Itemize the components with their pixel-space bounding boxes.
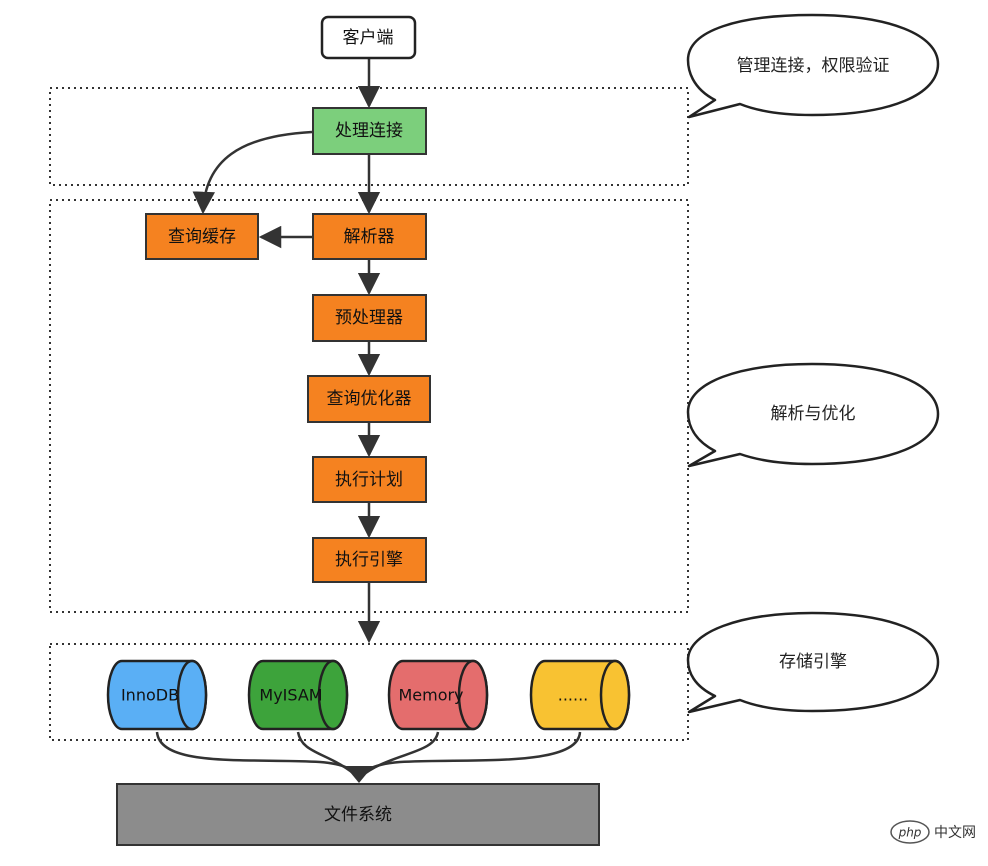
exec-engine-box	[312, 537, 427, 583]
callout-connection-auth: 管理连接，权限验证	[686, 13, 940, 119]
watermark: php 中文网	[890, 820, 976, 844]
engine-memory-cap	[457, 659, 489, 731]
engine-innodb-cap	[176, 659, 208, 731]
watermark-text: 中文网	[934, 825, 976, 841]
preprocessor-label: 预处理器	[335, 308, 403, 328]
filesystem-label: 文件系统	[324, 805, 392, 825]
query-cache-box	[145, 213, 259, 260]
engine-innodb: InnoDB	[106, 659, 208, 731]
callout-parse-optimize-text: 解析与优化	[771, 404, 856, 424]
parser-label: 解析器	[344, 227, 395, 247]
engine-memory: Memory	[387, 659, 489, 731]
callout-connection-auth-text: 管理连接，权限验证	[737, 56, 890, 76]
filesystem-box	[116, 783, 600, 846]
callout-storage-shape	[686, 611, 940, 714]
link-other-to-fs	[357, 731, 582, 779]
callout-parse-optimize-shape	[686, 362, 940, 468]
storage-layer-frame	[49, 643, 689, 741]
arrowhead-into-fs	[345, 766, 373, 783]
optimizer-box	[307, 375, 431, 423]
engine-myisam-label: MyISAM	[259, 686, 322, 705]
engine-other-cap	[599, 659, 631, 731]
link-innodb-to-fs	[155, 731, 361, 779]
exec-plan-label: 执行计划	[335, 470, 403, 490]
watermark-logo-text: php	[898, 826, 922, 840]
preprocessor-box	[312, 294, 427, 342]
engine-other-label: ......	[558, 686, 589, 705]
callout-connection-auth-shape	[686, 13, 940, 119]
client-box	[320, 15, 417, 60]
link-memory-to-fs	[358, 731, 440, 779]
handle-connection-box	[312, 107, 427, 155]
callout-storage: 存储引擎	[686, 611, 940, 714]
engine-memory-label: Memory	[398, 686, 463, 705]
exec-plan-box	[312, 456, 427, 503]
engine-innodb-label: InnoDB	[121, 686, 179, 705]
engine-myisam-cap	[317, 659, 349, 731]
engine-other: ......	[529, 659, 631, 731]
exec-engine-label: 执行引擎	[335, 550, 403, 570]
handle-connection-label: 处理连接	[335, 121, 403, 141]
parser-box	[312, 213, 427, 260]
optimizer-label: 查询优化器	[327, 389, 412, 409]
callout-parse-optimize: 解析与优化	[686, 362, 940, 468]
query-cache-label: 查询缓存	[168, 227, 236, 247]
watermark-logo-badge	[890, 820, 930, 844]
arrow-handle-to-cache	[192, 130, 313, 215]
engine-myisam: MyISAM	[247, 659, 349, 731]
client-label: 客户端	[343, 28, 394, 48]
callout-storage-text: 存储引擎	[779, 652, 847, 672]
